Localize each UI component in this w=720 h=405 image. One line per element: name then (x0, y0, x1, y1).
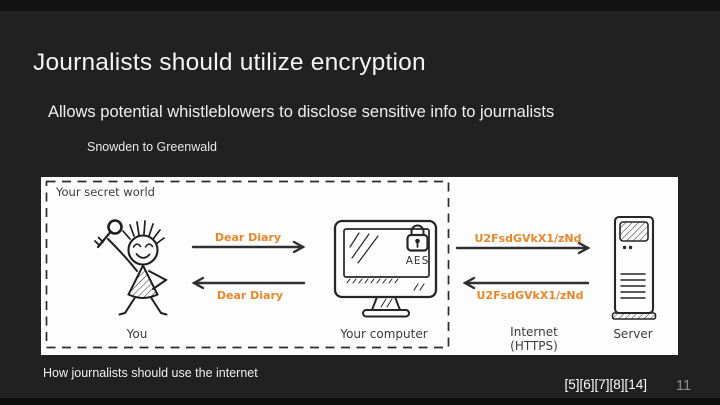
monitor-icon (333, 219, 438, 318)
image-caption: How journalists should use the internet (43, 366, 258, 380)
your-computer-label: Your computer (339, 327, 427, 341)
letterbox-top (0, 0, 720, 11)
dear-diary-reply-arrow (191, 276, 306, 290)
slide-title: Journalists should utilize encryption (33, 49, 426, 76)
internet-label: Internet (510, 325, 558, 339)
encrypted-send-arrow (455, 241, 591, 255)
key-icon (94, 219, 123, 249)
encrypted-reply-arrow (462, 276, 590, 290)
slide-subtitle: Allows potential whistleblowers to discl… (48, 103, 555, 121)
encrypted-reply-label: U2FsdGVkX1/zNd (476, 289, 583, 302)
secret-world-boundary (45, 180, 450, 349)
dear-diary-send-label: Dear Diary (215, 231, 281, 244)
citation-references: [5][6][7][8][14] (564, 377, 647, 392)
aes-label: AES (406, 255, 429, 267)
dear-diary-reply-label: Dear Diary (217, 289, 283, 302)
server-label: Server (613, 327, 652, 341)
dear-diary-send-arrow (191, 240, 306, 254)
secret-world-label: Your secret world (55, 185, 155, 199)
you-label: You (126, 327, 148, 341)
you-figure (94, 219, 168, 316)
aes-lock-icon (406, 224, 429, 252)
page-number: 11 (676, 378, 692, 394)
server-icon (611, 215, 657, 320)
encryption-diagram-panel: Your secret world (41, 177, 678, 355)
bullet-snowden-to-greenwald: Snowden to Greenwald (87, 140, 217, 154)
letterbox-bottom (0, 398, 720, 405)
encrypted-send-label: U2FsdGVkX1/zNd (474, 232, 581, 245)
internet-protocol-label: (HTTPS) (510, 339, 558, 353)
